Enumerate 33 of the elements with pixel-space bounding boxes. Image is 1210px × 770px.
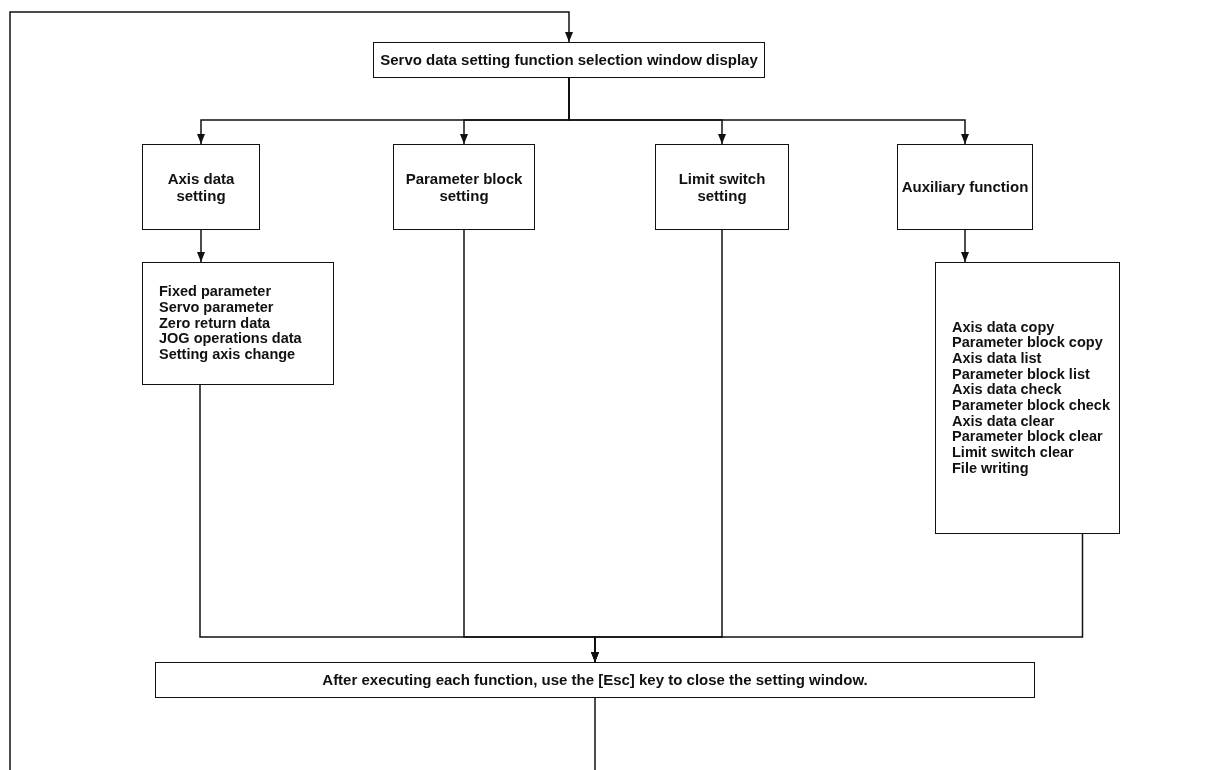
list-item: Axis data check <box>952 382 1062 398</box>
list-item: Axis data list <box>952 351 1042 367</box>
process-box <box>935 262 1120 534</box>
list-item: Parameter block check <box>952 398 1110 414</box>
list-item: Parameter block clear <box>952 429 1103 445</box>
process-box <box>155 662 1035 698</box>
arrow <box>9 11 574 770</box>
process-box <box>373 42 765 78</box>
list-item: Zero return data <box>159 315 271 332</box>
process-box <box>897 144 1033 230</box>
list-item: Parameter block copy <box>952 335 1103 352</box>
process-box <box>142 144 260 230</box>
list-item: File writing <box>952 460 1029 477</box>
box-label: Limit switch setting <box>677 169 767 205</box>
list-item: Limit switch clear <box>952 444 1074 461</box>
box-label: Axis data setting <box>166 169 236 205</box>
process-box <box>142 262 334 385</box>
arrow <box>196 229 206 263</box>
list-item: JOG operations data <box>159 331 302 347</box>
list-item: Setting axis change <box>159 347 296 363</box>
list-item: Axis data copy <box>952 319 1055 336</box>
process-box <box>393 144 535 230</box>
box-label: Auxiliary function <box>901 178 1029 196</box>
arrow <box>590 533 1084 663</box>
process-box <box>655 144 789 230</box>
list-item: Axis data clear <box>952 413 1055 430</box>
arrow <box>960 229 970 263</box>
list-item: Servo parameter <box>159 300 274 316</box>
list-item: Parameter block list <box>952 366 1090 383</box>
list-item: Fixed parameter <box>159 284 272 300</box>
box-label: Servo data setting function selection window display <box>380 51 758 69</box>
box-label: After executing each function, use the [Esc] key to close the setting window. <box>322 671 868 689</box>
box-label: Parameter block setting <box>404 169 524 205</box>
